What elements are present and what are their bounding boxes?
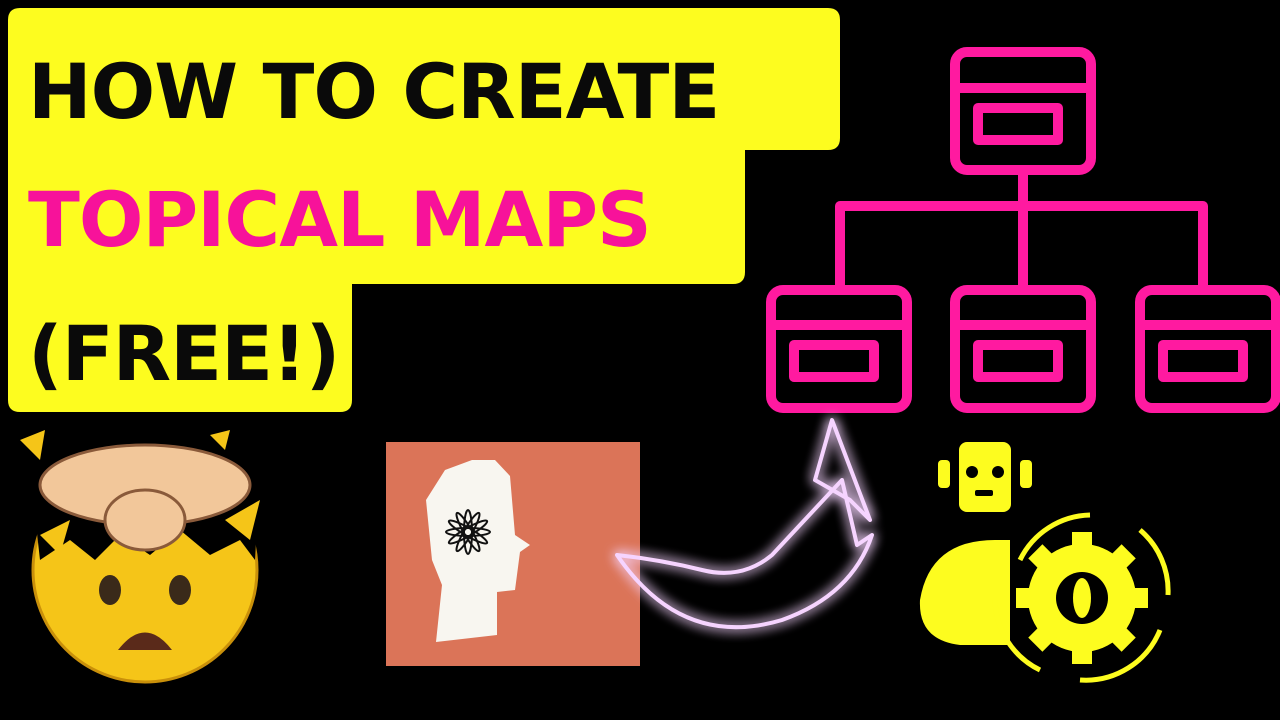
title-highlight xyxy=(8,8,840,412)
robot-icon xyxy=(938,442,1032,512)
neon-arrow-icon xyxy=(615,418,874,630)
exploding-head-emoji xyxy=(20,430,260,684)
title-line-3: (FREE!) xyxy=(28,309,339,398)
site-structure-icon xyxy=(766,47,1280,413)
title-line-2: TOPICAL MAPS xyxy=(28,175,651,264)
head-idea-icon xyxy=(386,442,640,666)
title-line-1: HOW TO CREATE xyxy=(28,47,719,136)
ai-gear-cycle-icon xyxy=(919,512,1171,683)
